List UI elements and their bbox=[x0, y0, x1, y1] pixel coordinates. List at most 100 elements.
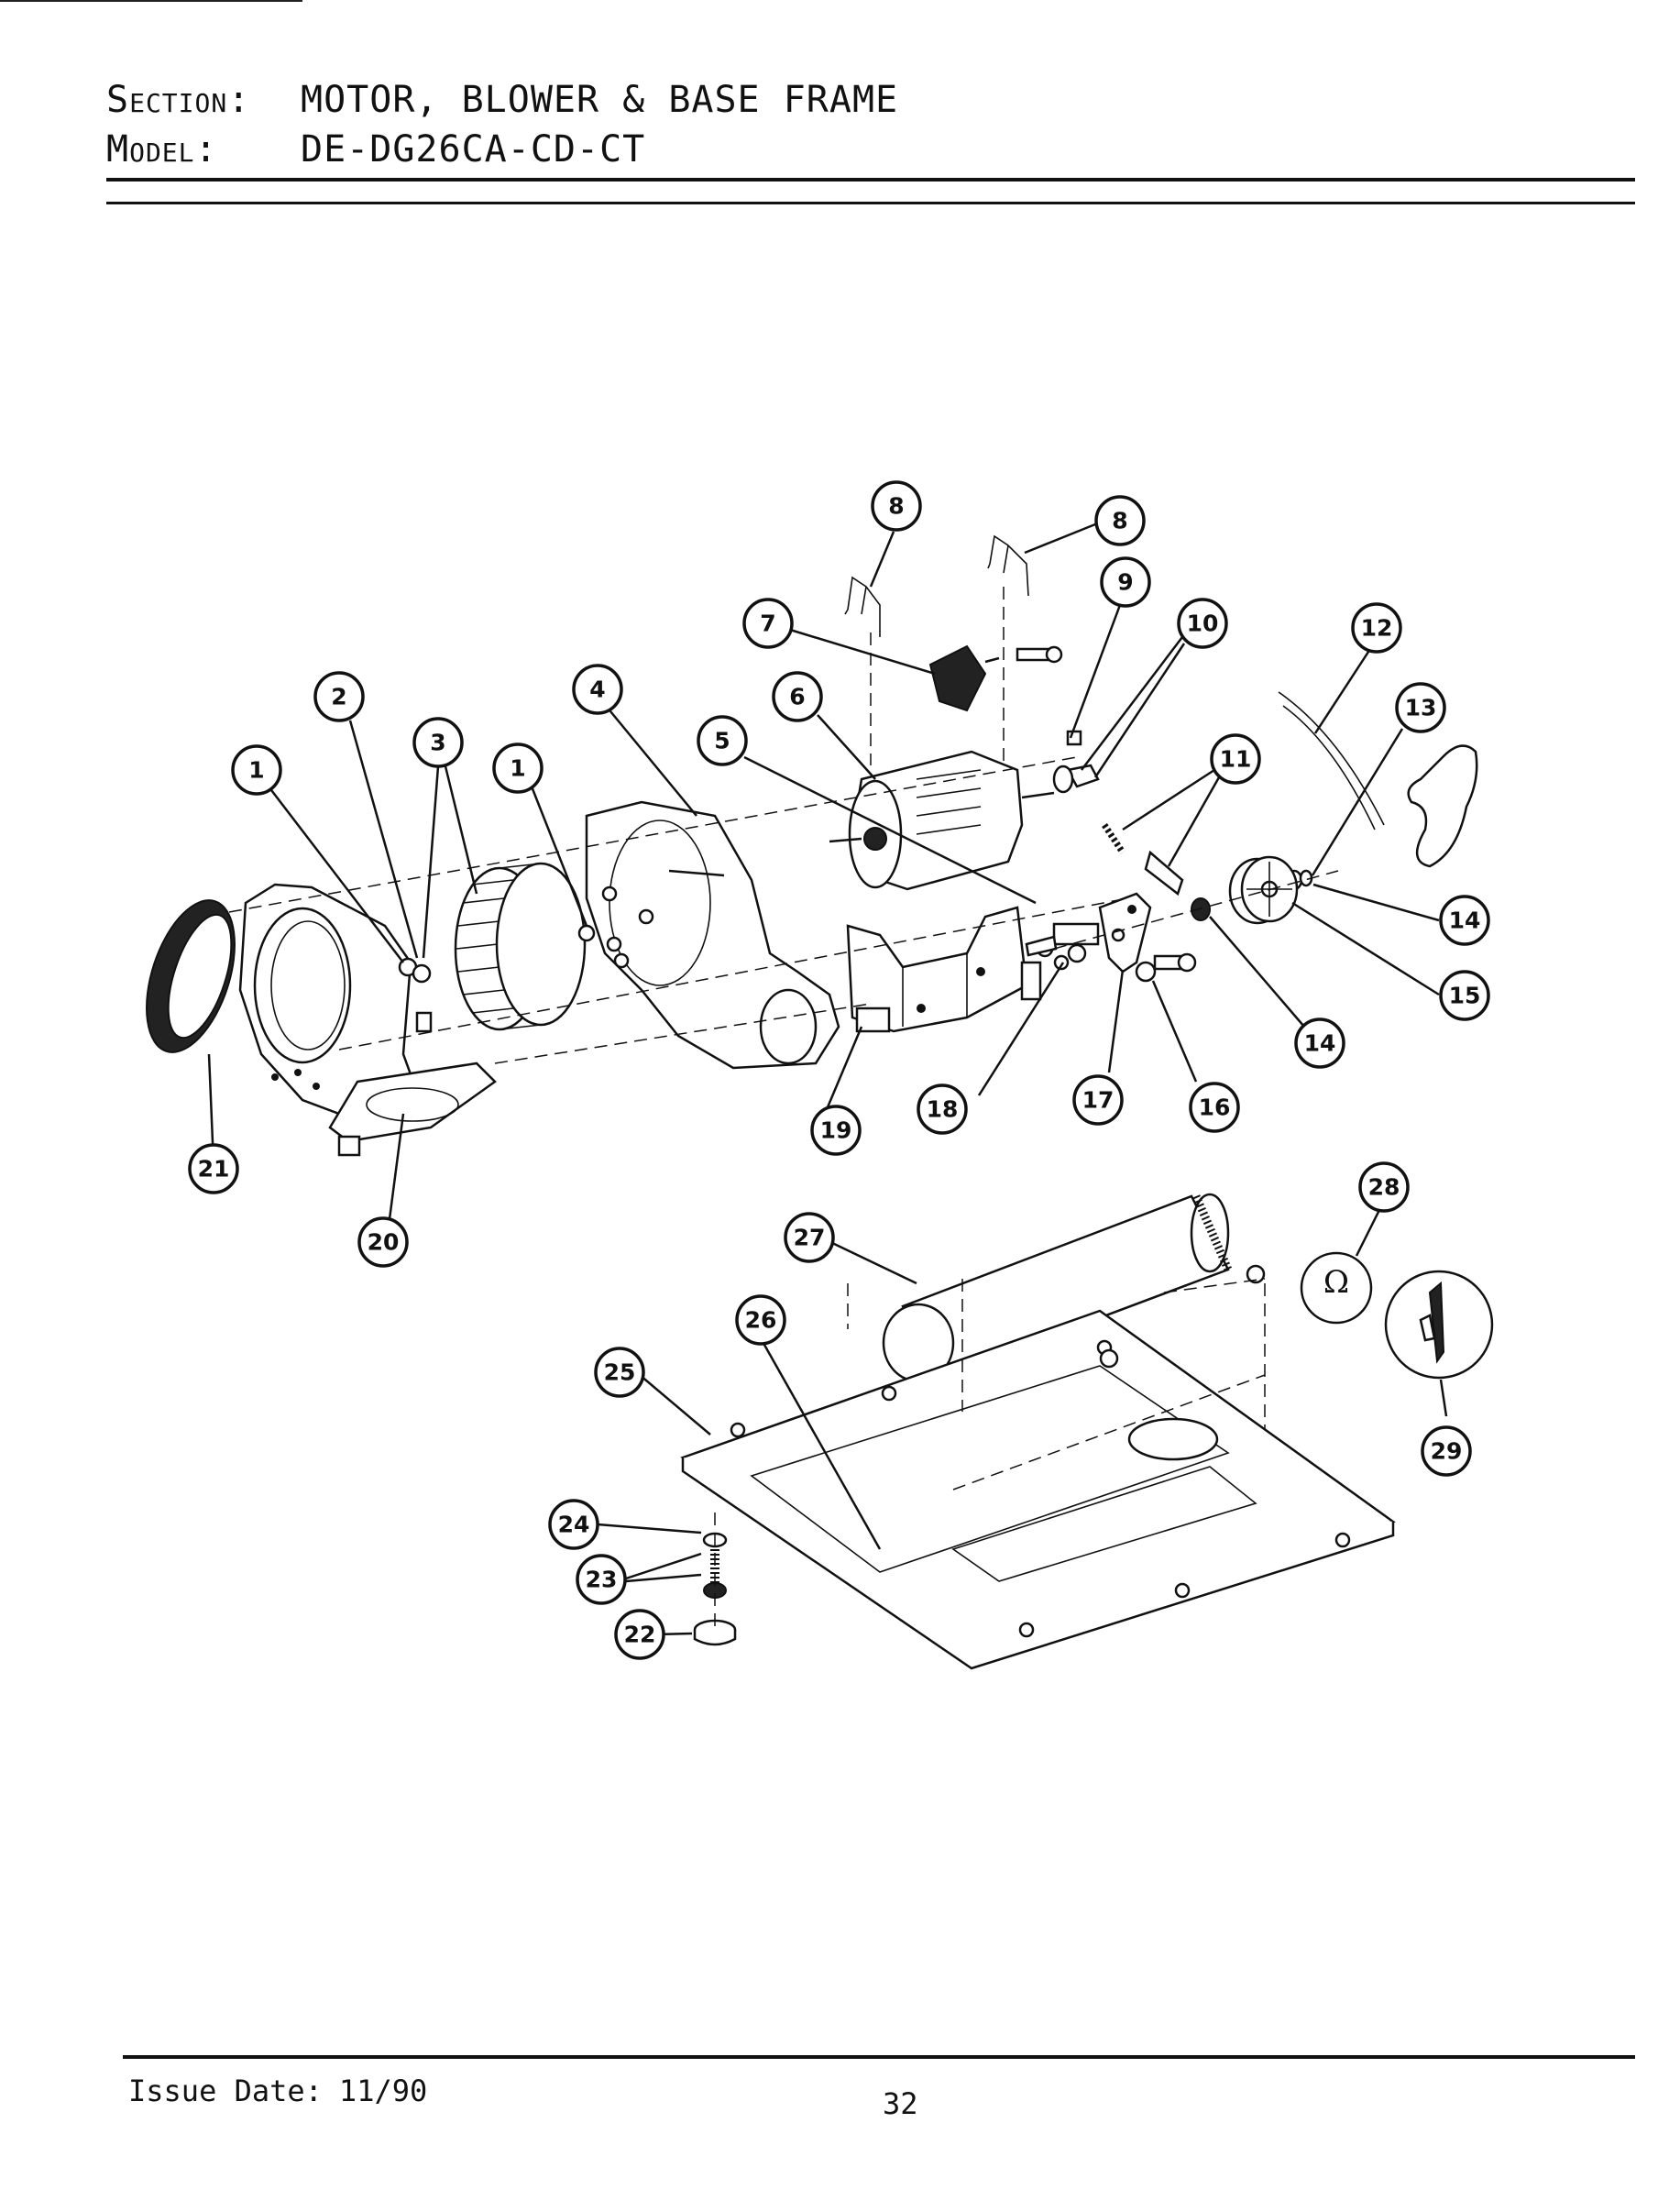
part-drive-belt bbox=[1407, 744, 1478, 868]
callout-8a: 8 bbox=[871, 480, 922, 532]
callout-1a: 1 bbox=[231, 744, 282, 796]
callout-number: 22 bbox=[624, 1622, 656, 1648]
callout-number: 23 bbox=[586, 1567, 618, 1593]
part-blower-housing-front bbox=[238, 883, 423, 1125]
section-title: MOTOR, BLOWER & BASE FRAME bbox=[301, 79, 899, 121]
callout-number: 20 bbox=[368, 1229, 400, 1256]
callout-number: 2 bbox=[331, 684, 346, 710]
callout-number: 19 bbox=[820, 1117, 852, 1144]
callout-number: 18 bbox=[927, 1096, 959, 1123]
callout-number: 14 bbox=[1449, 908, 1481, 934]
part-blower-wheel bbox=[398, 862, 596, 1031]
callout-number: 10 bbox=[1187, 610, 1219, 637]
page-number: 32 bbox=[883, 2086, 918, 2121]
leader-lines bbox=[207, 522, 1448, 1636]
callout-number: 26 bbox=[745, 1307, 777, 1334]
callout-number: 14 bbox=[1304, 1030, 1336, 1057]
callout-13: 13 bbox=[1395, 682, 1446, 733]
part-blower-housing-rear bbox=[585, 800, 840, 1070]
part-motor-switch bbox=[928, 644, 1000, 712]
callout-1b: 1 bbox=[492, 742, 544, 794]
part-idler-pulley bbox=[1228, 855, 1299, 925]
callout-18: 18 bbox=[917, 1084, 968, 1135]
part-motor-clips bbox=[844, 534, 1029, 637]
header-rule-top bbox=[106, 178, 1635, 182]
callout-16: 16 bbox=[1189, 1082, 1240, 1133]
callout-10: 10 bbox=[1177, 598, 1228, 649]
callout-number: 12 bbox=[1361, 615, 1393, 642]
callout-27: 27 bbox=[784, 1212, 835, 1263]
callout-number: 13 bbox=[1405, 695, 1437, 721]
callout-number: 7 bbox=[760, 610, 775, 637]
inset-28-part: Ω bbox=[1300, 1251, 1373, 1325]
alignment-lines bbox=[228, 587, 1339, 1632]
issue-date-value: 11/90 bbox=[338, 2074, 428, 2108]
callout-6: 6 bbox=[772, 671, 823, 722]
callout-9: 9 bbox=[1100, 556, 1151, 608]
callout-number: 6 bbox=[789, 684, 805, 710]
callout-26: 26 bbox=[735, 1294, 786, 1346]
callout-number: 29 bbox=[1431, 1438, 1463, 1465]
part-pulley-bolt bbox=[1135, 952, 1197, 983]
callout-number: 8 bbox=[888, 493, 904, 520]
model-label: Model: bbox=[106, 128, 218, 170]
callout-21: 21 bbox=[188, 1143, 239, 1194]
part-motor-mount bbox=[846, 906, 1042, 1033]
callout-number: 24 bbox=[558, 1512, 590, 1538]
callout-23: 23 bbox=[576, 1554, 627, 1605]
callout-14a: 14 bbox=[1439, 895, 1490, 946]
part-switch-screw bbox=[1016, 645, 1063, 664]
callout-number: 16 bbox=[1199, 1094, 1231, 1121]
inset-29-part bbox=[1384, 1270, 1494, 1380]
callout-number: 25 bbox=[604, 1359, 636, 1386]
callout-number: 11 bbox=[1220, 746, 1252, 773]
model-row: Model: DE-DG26CA-CD-CT bbox=[106, 128, 645, 170]
callout-2: 2 bbox=[313, 671, 365, 722]
callout-number: 8 bbox=[1112, 508, 1127, 534]
part-bushings bbox=[1052, 730, 1100, 794]
callout-22: 22 bbox=[614, 1609, 665, 1660]
callout-number: 17 bbox=[1082, 1087, 1115, 1114]
callout-20: 20 bbox=[357, 1216, 409, 1268]
svg-text:Ω: Ω bbox=[1323, 1264, 1349, 1301]
callout-number: 1 bbox=[510, 755, 525, 782]
part-exhaust-bracket bbox=[328, 1011, 497, 1157]
callout-7: 7 bbox=[742, 598, 794, 649]
part-base-frame bbox=[680, 1309, 1396, 1670]
callout-number: 3 bbox=[430, 730, 445, 756]
callout-number: 27 bbox=[794, 1225, 826, 1251]
footer-rule bbox=[123, 2055, 1635, 2059]
callout-number: 1 bbox=[248, 757, 264, 784]
part-drum-edge bbox=[1278, 691, 1385, 830]
callout-3: 3 bbox=[412, 717, 464, 768]
callout-8b: 8 bbox=[1094, 495, 1146, 546]
issue-date: Issue Date:11/90 bbox=[128, 2074, 427, 2108]
part-blower-seal bbox=[146, 899, 236, 1053]
part-leveling-leg bbox=[693, 1532, 737, 1646]
callout-number: 21 bbox=[198, 1156, 230, 1182]
callout-4: 4 bbox=[572, 664, 623, 715]
section-label: Section: bbox=[106, 79, 251, 121]
callout-19: 19 bbox=[810, 1105, 862, 1156]
callout-number: 5 bbox=[714, 728, 730, 754]
callout-12: 12 bbox=[1351, 602, 1402, 654]
top-edge-rule bbox=[0, 0, 302, 2]
callout-25: 25 bbox=[594, 1347, 645, 1398]
callout-number: 15 bbox=[1449, 983, 1481, 1009]
callout-number: 4 bbox=[589, 676, 605, 703]
callout-14b: 14 bbox=[1294, 1018, 1345, 1069]
part-motor bbox=[829, 750, 1055, 891]
callout-11: 11 bbox=[1210, 733, 1261, 785]
header-rule-bottom bbox=[106, 202, 1635, 204]
callout-5: 5 bbox=[697, 715, 748, 766]
callout-28: 28 bbox=[1358, 1161, 1410, 1213]
part-idler-spring bbox=[1102, 823, 1184, 896]
model-number: DE-DG26CA-CD-CT bbox=[301, 128, 646, 170]
callout-15: 15 bbox=[1439, 970, 1490, 1021]
section-row: Section: MOTOR, BLOWER & BASE FRAME bbox=[106, 79, 898, 121]
callout-29: 29 bbox=[1421, 1425, 1472, 1477]
callout-number: 28 bbox=[1368, 1174, 1400, 1201]
part-idler-assembly bbox=[1025, 892, 1152, 974]
callout-24: 24 bbox=[548, 1499, 599, 1550]
